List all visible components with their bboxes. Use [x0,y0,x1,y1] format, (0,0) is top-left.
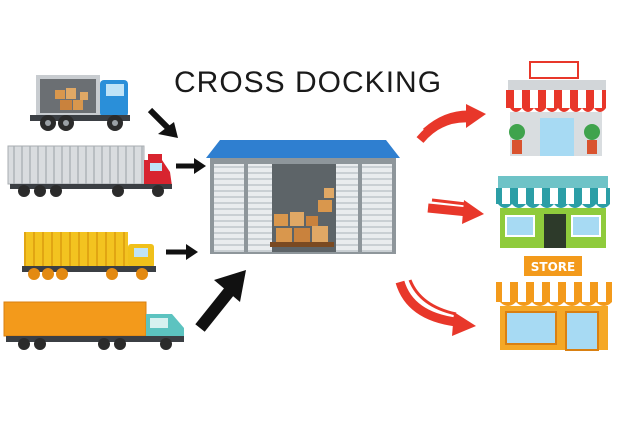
curved-arrow-icon [395,279,476,336]
inbound-arrows [147,107,246,332]
curved-arrow-icon [416,104,486,144]
container-truck-red-icon [7,145,172,197]
shop-orange-icon: STORE [496,256,612,351]
box-truck-icon [30,75,130,131]
arrow-icon [427,198,484,224]
shop-awning-teal-icon [496,176,610,248]
store-sign-label: STORE [531,260,575,274]
trailer-truck-teal-icon [3,301,184,350]
arrow-icon [147,107,178,138]
outbound-arrows [395,104,486,336]
warehouse-icon [206,140,400,254]
diagram-title: CROSS DOCKING [174,66,443,99]
shop-awning-red-icon [506,61,606,156]
tanker-truck-yellow-icon [22,232,156,280]
arrow-icon [195,270,246,332]
arrow-icon [166,244,198,260]
arrow-icon [176,158,206,174]
